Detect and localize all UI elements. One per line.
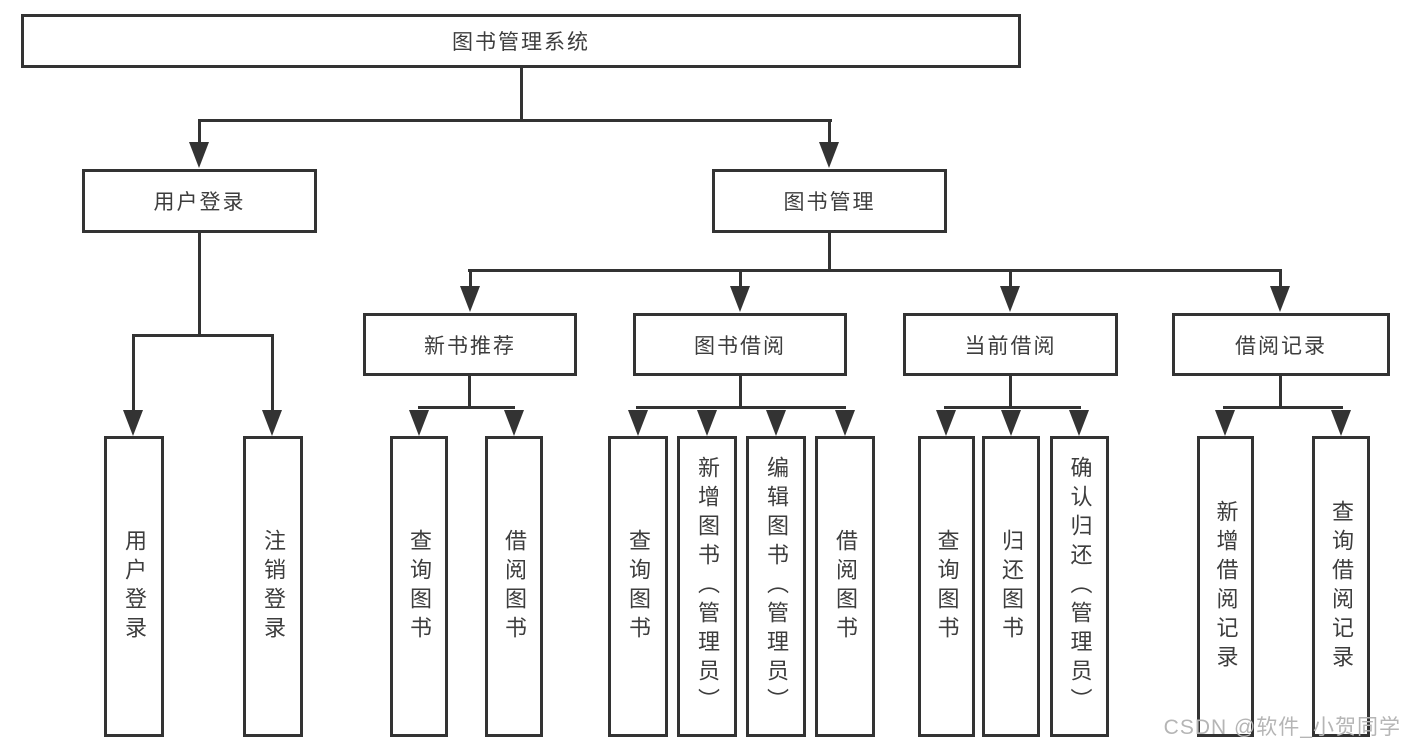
arrowhead-to-new-books bbox=[460, 286, 480, 312]
node-login-action-label: 用户登录 bbox=[122, 528, 147, 645]
node-edit-books-label: 编辑图书（管理员） bbox=[764, 456, 789, 717]
node-borrow-books-1-label: 借阅图书 bbox=[502, 528, 527, 645]
connector-shaft-user-login bbox=[198, 121, 201, 145]
csdn-watermark: CSDN @软件_小贺同学 bbox=[1163, 716, 1401, 739]
node-add-record: 新增借阅记录 bbox=[1197, 436, 1254, 737]
node-return-books-label: 归还图书 bbox=[999, 528, 1024, 645]
node-borrow-books-2-label: 借阅图书 bbox=[833, 528, 858, 645]
arrowhead-to-borrow-books-2 bbox=[835, 410, 855, 436]
arrowhead-to-current-borrow bbox=[1000, 286, 1020, 312]
connector-book-borrow-stem bbox=[739, 376, 742, 408]
arrowhead-to-add-record bbox=[1215, 410, 1235, 436]
node-book-mgmt-label: 图书管理 bbox=[783, 191, 876, 214]
connector-borrow-records-branch bbox=[1223, 406, 1343, 409]
arrowhead-to-borrow-books-1 bbox=[504, 410, 524, 436]
arrowhead-to-add-books bbox=[697, 410, 717, 436]
arrowhead-to-book-borrow bbox=[730, 286, 750, 312]
connector-user-login-branch bbox=[132, 334, 274, 337]
node-root: 图书管理系统 bbox=[21, 14, 1021, 68]
node-borrow-books-2: 借阅图书 bbox=[815, 436, 875, 737]
node-login-action: 用户登录 bbox=[104, 436, 164, 737]
node-query-books-2-label: 查询图书 bbox=[626, 528, 651, 645]
connector-shaft-borrow-records bbox=[1279, 271, 1282, 288]
arrowhead-to-edit-books bbox=[766, 410, 786, 436]
arrowhead-to-query-books-2 bbox=[628, 410, 648, 436]
node-query-books-2: 查询图书 bbox=[608, 436, 668, 737]
node-new-books-label: 新书推荐 bbox=[424, 334, 516, 358]
arrowhead-to-user-login bbox=[189, 142, 209, 168]
connector-current-borrow-stem bbox=[1009, 376, 1012, 408]
node-borrow-records: 借阅记录 bbox=[1172, 313, 1390, 376]
connector-shaft-login-action bbox=[132, 336, 135, 412]
arrowhead-to-login-action bbox=[123, 410, 143, 436]
connector-current-borrow-branch bbox=[944, 406, 1081, 409]
connector-root-stem bbox=[520, 68, 523, 121]
connector-shaft-new-books bbox=[469, 271, 472, 288]
node-user-login: 用户登录 bbox=[82, 169, 317, 233]
node-confirm-return-label: 确认归还（管理员） bbox=[1067, 456, 1093, 717]
connector-new-books-stem bbox=[468, 376, 471, 408]
node-query-books-3: 查询图书 bbox=[918, 436, 975, 737]
connector-borrow-records-stem bbox=[1279, 376, 1282, 408]
node-add-record-label: 新增借阅记录 bbox=[1213, 499, 1239, 674]
node-query-books-1: 查询图书 bbox=[390, 436, 448, 737]
node-borrow-records-label: 借阅记录 bbox=[1235, 334, 1327, 358]
connector-shaft-current-borrow bbox=[1009, 271, 1012, 288]
node-query-record-label: 查询借阅记录 bbox=[1329, 499, 1354, 674]
arrowhead-to-confirm-return bbox=[1069, 410, 1089, 436]
connector-shaft-book-borrow bbox=[739, 271, 742, 288]
connector-shaft-logout-action bbox=[271, 336, 274, 412]
node-return-books: 归还图书 bbox=[982, 436, 1040, 737]
connector-new-books-branch bbox=[418, 406, 515, 409]
node-book-mgmt: 图书管理 bbox=[712, 169, 947, 233]
connector-user-login-stem bbox=[198, 233, 201, 336]
arrowhead-to-book-mgmt bbox=[819, 142, 839, 168]
node-book-borrow-label: 图书借阅 bbox=[694, 334, 786, 358]
arrowhead-to-return-books bbox=[1001, 410, 1021, 436]
node-edit-books: 编辑图书（管理员） bbox=[746, 436, 806, 737]
node-book-borrow: 图书借阅 bbox=[633, 313, 847, 376]
node-user-login-label: 用户登录 bbox=[153, 191, 246, 214]
arrowhead-to-logout-action bbox=[262, 410, 282, 436]
node-logout-action: 注销登录 bbox=[243, 436, 303, 737]
node-query-record: 查询借阅记录 bbox=[1312, 436, 1370, 737]
node-add-books-label: 新增图书（管理员） bbox=[695, 456, 720, 717]
node-query-books-3-label: 查询图书 bbox=[934, 528, 960, 645]
node-query-books-1-label: 查询图书 bbox=[407, 528, 432, 645]
node-confirm-return: 确认归还（管理员） bbox=[1050, 436, 1109, 737]
node-add-books: 新增图书（管理员） bbox=[677, 436, 737, 737]
connector-shaft-book-mgmt bbox=[828, 121, 831, 145]
connector-book-mgmt-branch bbox=[468, 269, 1282, 272]
node-current-borrow: 当前借阅 bbox=[903, 313, 1118, 376]
arrowhead-to-query-books-1 bbox=[409, 410, 429, 436]
connector-root-branch bbox=[198, 119, 832, 122]
node-logout-action-label: 注销登录 bbox=[261, 528, 286, 645]
arrowhead-to-query-record bbox=[1331, 410, 1351, 436]
node-borrow-books-1: 借阅图书 bbox=[485, 436, 543, 737]
node-root-label: 图书管理系统 bbox=[452, 31, 590, 54]
connector-book-borrow-branch bbox=[636, 406, 846, 409]
arrowhead-to-query-books-3 bbox=[936, 410, 956, 436]
node-new-books: 新书推荐 bbox=[363, 313, 577, 376]
arrowhead-to-borrow-records bbox=[1270, 286, 1290, 312]
node-current-borrow-label: 当前借阅 bbox=[964, 334, 1057, 358]
connector-book-mgmt-stem bbox=[828, 233, 831, 271]
